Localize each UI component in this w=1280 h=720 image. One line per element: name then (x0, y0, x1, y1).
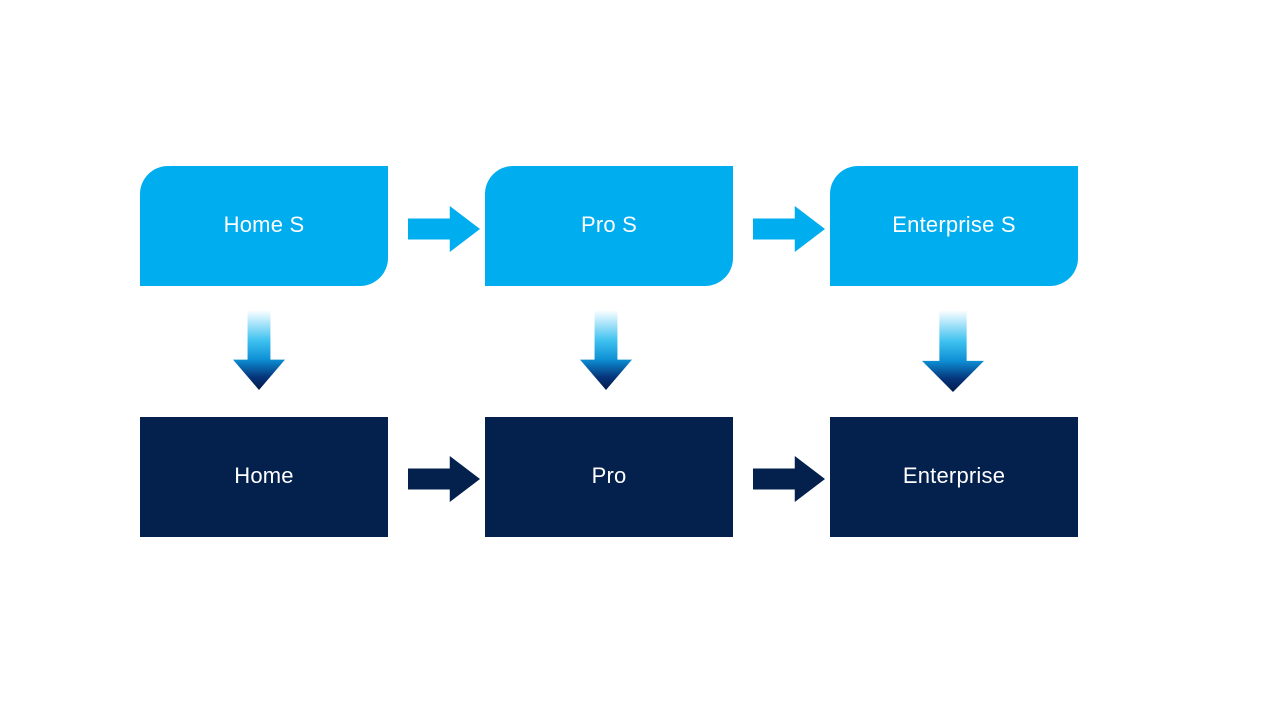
node-enterprise-s-label: Enterprise S (892, 212, 1016, 237)
node-enterprise-label: Enterprise (902, 463, 1006, 488)
node-pro-label: Pro (591, 463, 627, 488)
node-home-label: Home (234, 463, 294, 488)
node-pro[interactable]: Pro (485, 417, 733, 537)
arrow-down-enterprise-s-to-enterprise-icon (922, 310, 984, 392)
node-home[interactable]: Home (140, 417, 388, 537)
node-pro-s[interactable]: Pro S (485, 166, 733, 286)
node-enterprise-s[interactable]: Enterprise S (830, 166, 1078, 286)
node-home-s-label: Home S (223, 212, 305, 237)
node-pro-s-label: Pro S (580, 212, 638, 237)
node-home-s[interactable]: Home S (140, 166, 388, 286)
arrow-down-pro-s-to-pro-icon (580, 310, 632, 390)
arrow-down-home-s-to-home-icon (233, 310, 285, 390)
node-enterprise[interactable]: Enterprise (830, 417, 1078, 537)
arrow-right-home-to-pro-icon (408, 455, 480, 503)
arrow-right-pro-s-to-enterprise-s-icon (753, 205, 825, 253)
arrow-right-pro-to-enterprise-icon (753, 455, 825, 503)
arrow-right-home-s-to-pro-s-icon (408, 205, 480, 253)
